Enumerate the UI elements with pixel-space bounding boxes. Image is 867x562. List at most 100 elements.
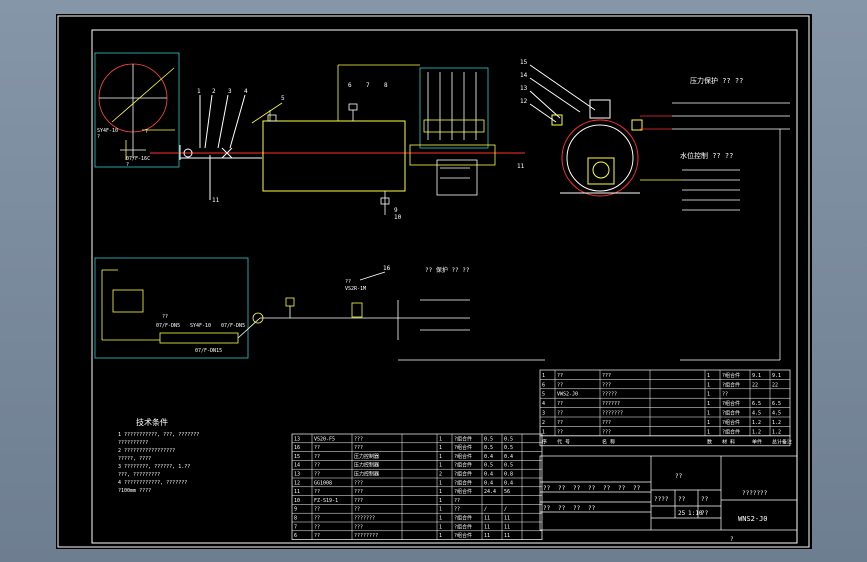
table-cell-no: 9	[294, 507, 297, 513]
table-cell-w1: 4.5	[752, 411, 761, 417]
table-cell-qty: 1	[439, 507, 442, 513]
table-cell-qty: 1	[439, 498, 442, 504]
table-cell-name: ???	[354, 489, 363, 495]
table-cell-code: ??	[557, 429, 563, 435]
table-cell-w1: 0.5	[484, 436, 493, 442]
label-1: 1	[197, 88, 201, 95]
title-row1-cell: ??	[603, 485, 611, 492]
label-11b: 11	[517, 163, 525, 170]
table-cell-w1: 9.1	[752, 373, 761, 379]
table-cell-qty: 1	[439, 454, 442, 460]
table-cell-mat: ??	[722, 392, 728, 398]
title-row1-cell: ??	[588, 485, 596, 492]
table-cell-qty: 1	[439, 463, 442, 469]
label-8: 8	[384, 82, 388, 89]
lower-label-d: 07/F-DN5	[221, 323, 245, 329]
table-cell-name: ???	[354, 498, 363, 504]
table-cell-name: ???????	[354, 516, 375, 522]
table-cell-w2: /	[504, 507, 507, 513]
table-cell-qty: 1	[707, 401, 710, 407]
table-cell-mat: ??	[454, 498, 460, 504]
pressure-block	[640, 102, 790, 361]
inner-frame	[91, 29, 798, 544]
table-cell-qty: 1	[707, 382, 710, 388]
table-cell-code: ??	[314, 533, 320, 539]
table-cell-mat: ?组合件	[454, 444, 472, 451]
table-cell-name: ???????	[602, 411, 623, 417]
table-cell-w1: 0.5	[484, 445, 493, 451]
lower-left-panel	[94, 257, 545, 361]
table-cell-qty: 1	[439, 516, 442, 522]
table-cell-qty: 1	[439, 480, 442, 486]
table-cell-code: ??	[557, 411, 563, 417]
table-cell-no: 6	[542, 382, 545, 388]
label-6: 6	[348, 82, 352, 89]
table-cell-code: VWS2-J0	[557, 392, 578, 398]
header-cell-code: 代 号	[557, 438, 570, 445]
label-13: 13	[520, 85, 528, 92]
label-14: 14	[520, 72, 528, 79]
table-cell-code: ??	[557, 401, 563, 407]
table-cell-w2: 4.5	[772, 411, 781, 417]
water-title: 水位控制 ?? ??	[680, 151, 733, 160]
header-cell-qty: 数	[707, 438, 712, 445]
label-15: 15	[520, 59, 528, 66]
table-cell-mat: ?组合件	[454, 462, 472, 469]
table-cell-mat: ?组合件	[454, 488, 472, 495]
boiler-end-view	[529, 64, 643, 197]
table-cell-w2: 0.5	[504, 463, 513, 469]
table-cell-mat: ?组合件	[722, 410, 740, 417]
note-line: ??????????	[118, 440, 148, 446]
label-12: 12	[520, 98, 528, 105]
table-cell-mat: ?组合件	[454, 471, 472, 478]
table-cell-w1: /	[484, 507, 487, 513]
table-cell-name: 压力控制器	[354, 471, 379, 478]
label-2: 2	[212, 88, 216, 95]
table-cell-w2: 6.5	[772, 401, 781, 407]
table-cell-w1: 0.4	[484, 480, 493, 486]
table-cell-name: ???	[354, 524, 363, 530]
table-cell-name: ??	[354, 507, 360, 513]
title-row1-cell: ??	[543, 485, 551, 492]
label-10: 10	[394, 214, 402, 221]
table-cell-mat: ?组合件	[722, 381, 740, 388]
table-cell-w2: 1.2	[772, 420, 781, 426]
note-line: 3 ????????, ??????, 1.??	[118, 464, 190, 470]
table-cell-qty: 2	[439, 472, 442, 478]
table-cell-no: 4	[542, 401, 545, 407]
table-cell-code: ??	[557, 382, 563, 388]
table-cell-w1: 11	[484, 524, 490, 530]
table-cell-code: FZ-S19-1	[314, 498, 338, 504]
table-cell-name: ???	[354, 445, 363, 451]
table-cell-qty: 1	[439, 445, 442, 451]
tank-label-b: ?	[97, 134, 100, 140]
table-cell-no: 11	[294, 489, 300, 495]
label-7: 7	[366, 82, 370, 89]
title-row1-cell: ??	[633, 485, 641, 492]
table-cell-no: 8	[294, 516, 297, 522]
table-cell-qty: 1	[439, 436, 442, 442]
table-cell-code: ??	[314, 445, 320, 451]
label-3: 3	[228, 88, 232, 95]
outer-frame	[57, 15, 810, 548]
title-h: 1:10	[688, 510, 703, 517]
tank-label-e: ?	[126, 162, 129, 168]
water-level-block	[640, 169, 740, 211]
boiler-top-piping	[251, 64, 420, 215]
table-cell-w1: 11	[484, 533, 490, 539]
table-cell-code: ??	[314, 507, 320, 513]
lower-label-c: SY4F-10	[190, 323, 211, 329]
header-cell-note: 备注	[782, 438, 792, 445]
title-f: ??	[701, 510, 709, 517]
table-header-border	[539, 435, 791, 447]
header-cell-no: 序	[542, 438, 547, 445]
table-cell-w2: 22	[772, 382, 778, 388]
